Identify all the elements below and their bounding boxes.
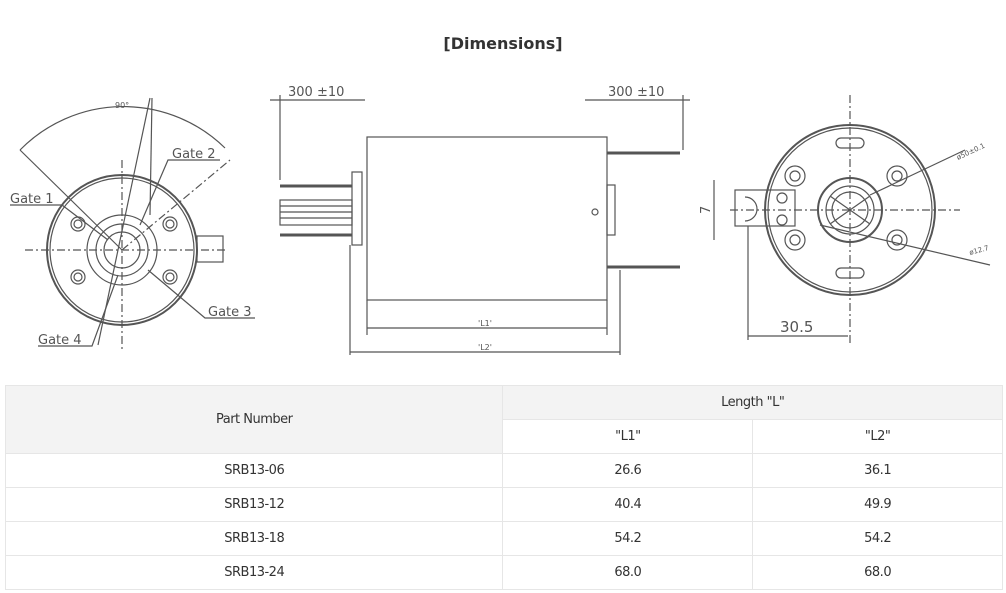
header-length: Length "L" [502, 385, 1003, 420]
bore-diameter-label: ø12.7 [968, 244, 989, 257]
part-cell: SRB13-24 [4, 555, 504, 590]
l2-cell: 54.2 [752, 521, 1003, 556]
part-cell: SRB13-12 [4, 487, 504, 522]
front-view: 90° Gate 1 Gate 2 Gate 3 Gate 4 [10, 97, 255, 350]
rear-view: ø50±0.1 ø12.7 7 30.5 [699, 95, 991, 345]
dimensions-table: Part Number Length "L" "L1" "L2" SRB13-0… [4, 385, 1003, 590]
tab-offset-label: 30.5 [780, 318, 813, 336]
l2-label: 'L2' [478, 343, 492, 352]
gate-3-label: Gate 3 [208, 305, 252, 320]
gate-1-label: Gate 1 [10, 192, 54, 207]
angle-label: 90° [115, 101, 129, 110]
side-view: 300 ±10 300 ±10 'L1' 'L2' [270, 85, 690, 355]
outer-diameter-label: ø50±0.1 [955, 142, 986, 162]
lead-length-left-label: 300 ±10 [288, 85, 344, 100]
part-cell: SRB13-06 [4, 453, 504, 488]
part-cell: SRB13-18 [4, 521, 504, 556]
header-l2: "L2" [752, 419, 1003, 454]
l1-cell: 54.2 [502, 521, 754, 556]
dimension-drawing: 90° Gate 1 Gate 2 Gate 3 Gate 4 300 ±10 … [10, 85, 991, 355]
gate-4-label: Gate 4 [38, 333, 82, 348]
l2-cell: 68.0 [752, 555, 1003, 590]
l2-cell: 36.1 [752, 453, 1003, 488]
l1-cell: 26.6 [502, 453, 754, 488]
l1-cell: 68.0 [502, 555, 754, 590]
tab-height-label: 7 [699, 206, 714, 214]
gate-2-label: Gate 2 [172, 147, 216, 162]
l1-label: 'L1' [478, 319, 492, 328]
l1-cell: 40.4 [502, 487, 754, 522]
header-part-number: Part Number [4, 385, 504, 454]
l2-cell: 49.9 [752, 487, 1003, 522]
header-l1: "L1" [502, 419, 754, 454]
section-title: [Dimensions] [443, 34, 563, 53]
lead-length-right-label: 300 ±10 [608, 85, 664, 100]
